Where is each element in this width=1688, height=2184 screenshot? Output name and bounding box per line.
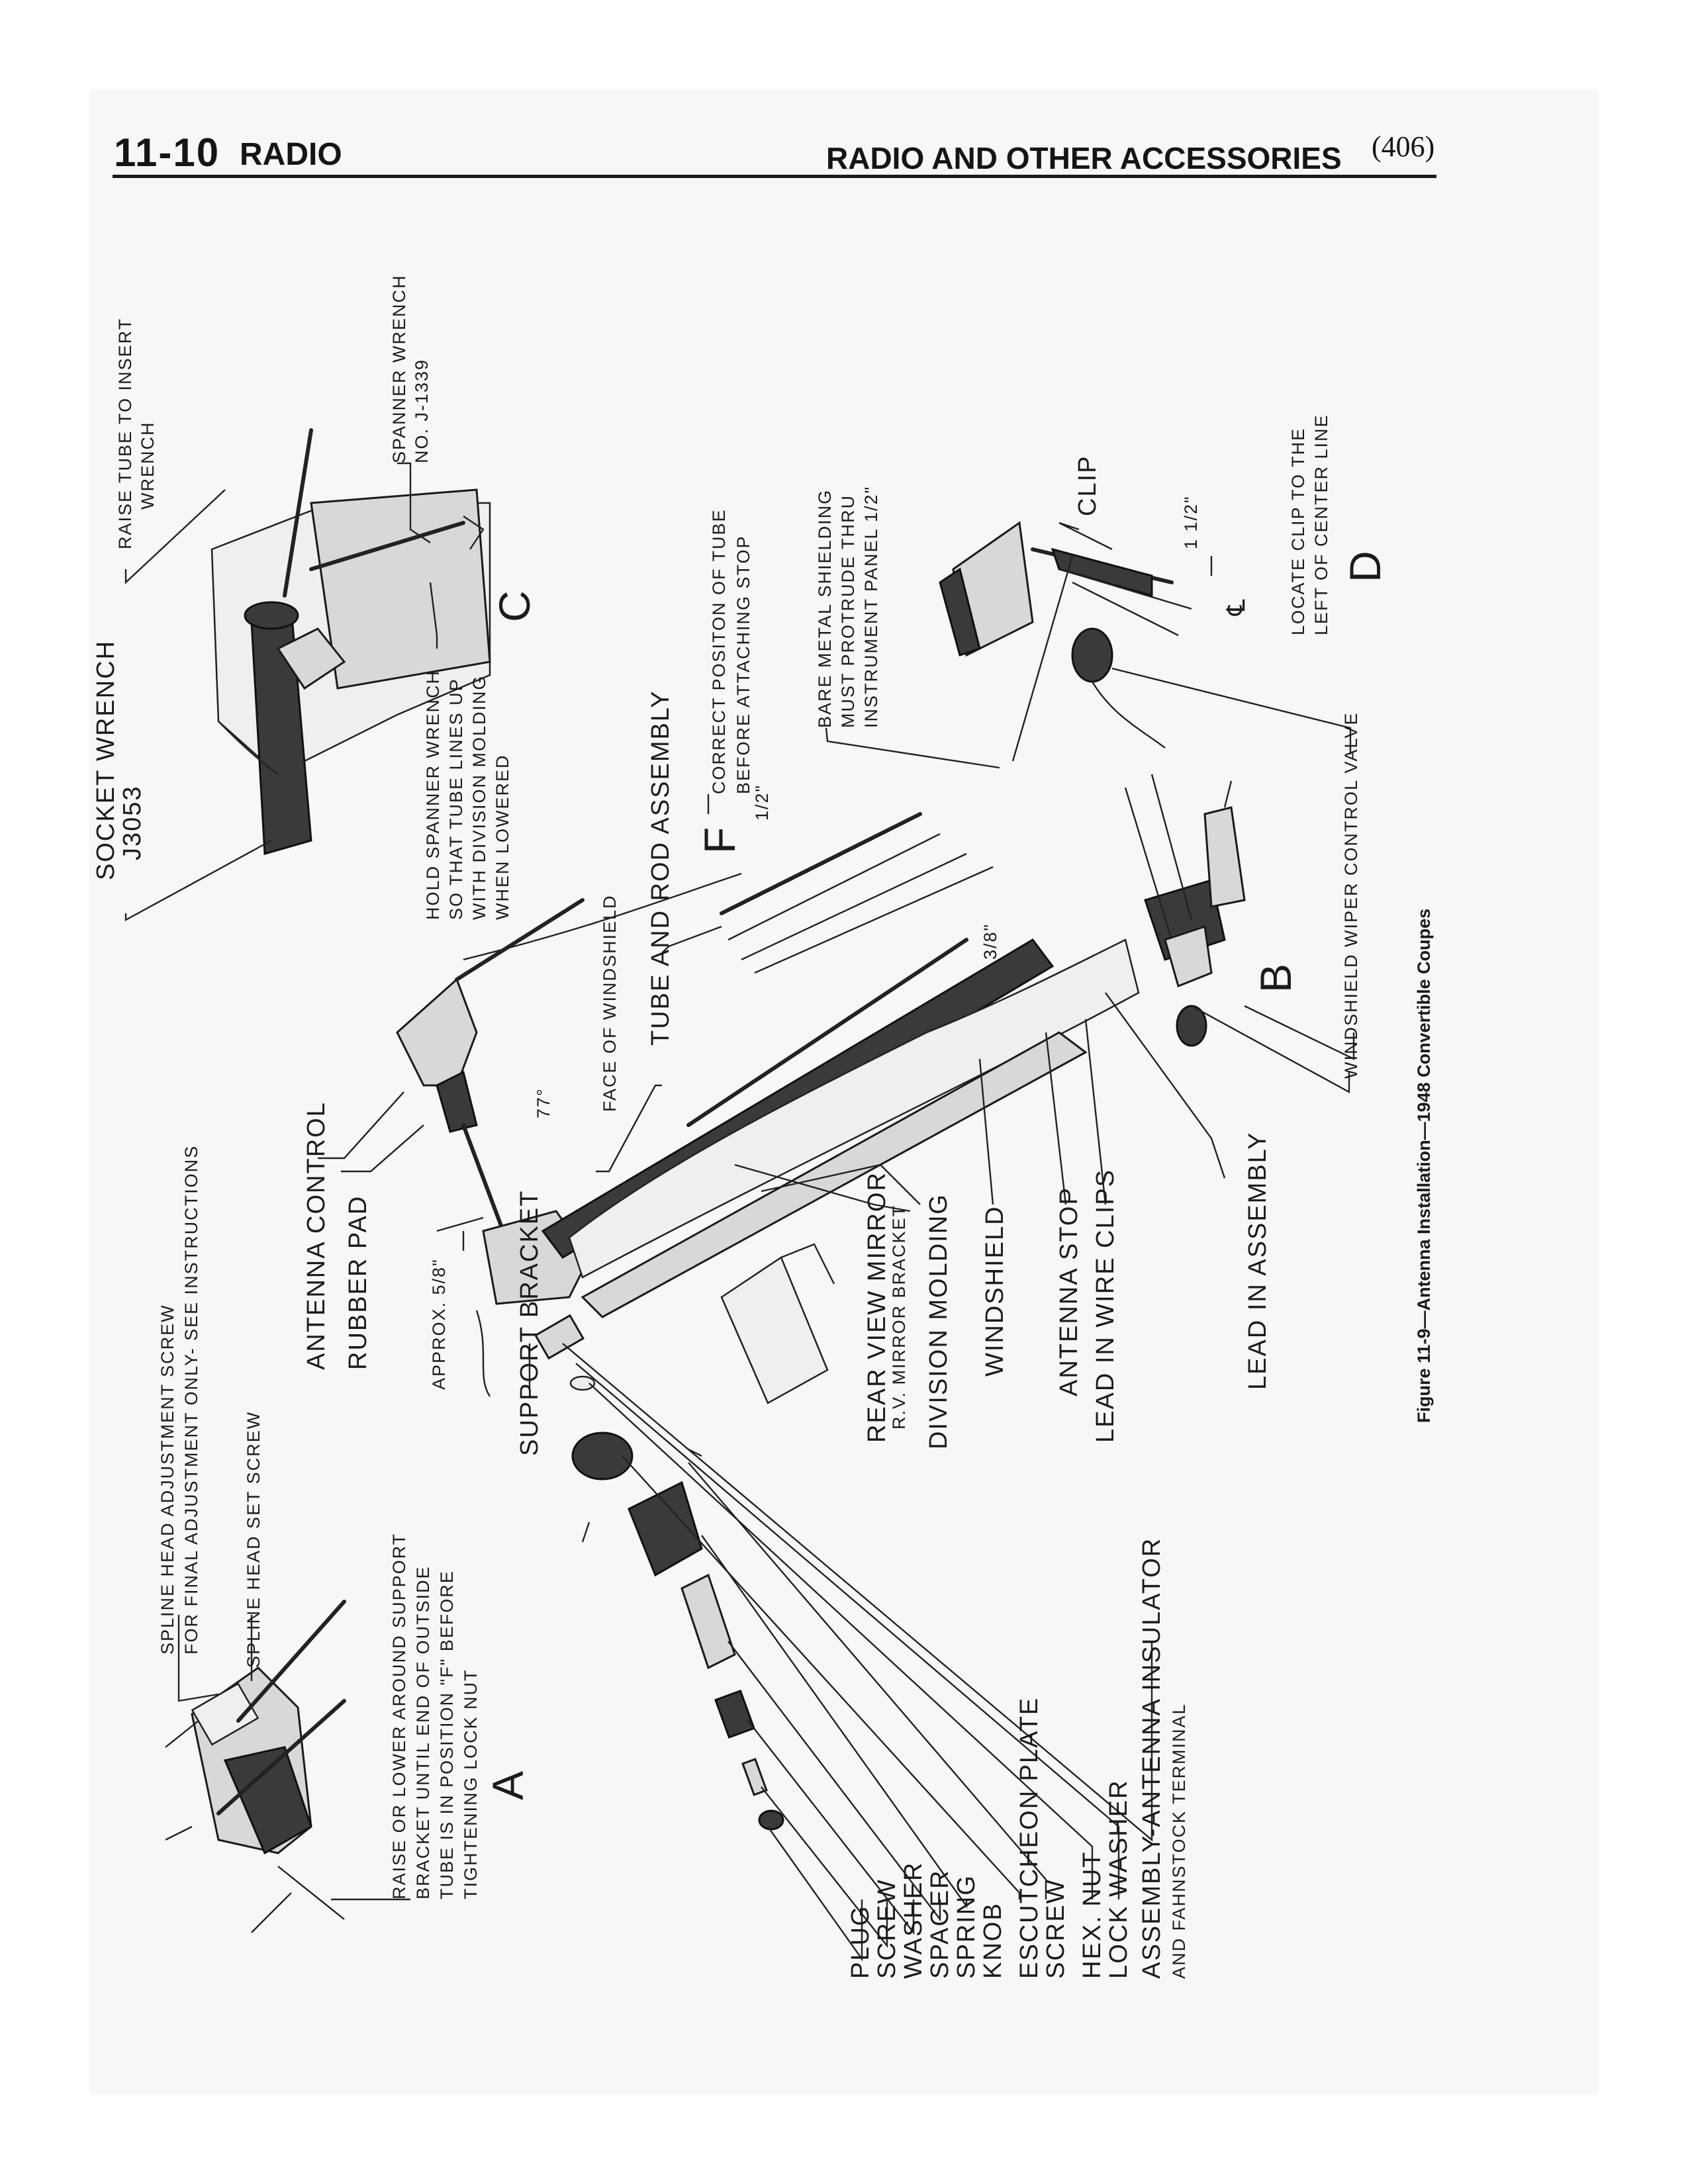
chapter-title: RADIO AND OTHER ACCESSORIES xyxy=(826,141,1342,175)
leader-spanner xyxy=(397,462,431,543)
hold-spanner-label-3: WITH DIVISION MOLDING xyxy=(469,674,489,920)
panel-a-letter: A xyxy=(483,1771,532,1800)
header-rule xyxy=(113,175,1436,178)
assembly-label-2: AND FAHNSTOCK TERMINAL xyxy=(1169,1703,1189,1979)
correct-position-label-1: CORRECT POSITON OF TUBE xyxy=(709,508,729,794)
spacer-part xyxy=(714,1690,755,1739)
center-leaders xyxy=(318,925,1355,1390)
leader-socket-wrench xyxy=(124,839,272,922)
spanner-wrench-label: SPANNER WRENCH xyxy=(389,274,409,463)
tube-and-rod-assembly-label: TUBE AND ROD ASSEMBLY xyxy=(647,690,675,1046)
plug-part xyxy=(758,1809,784,1831)
hold-spanner-label-2: SO THAT TUBE LINES UP xyxy=(446,678,466,920)
knob-part xyxy=(628,1480,703,1577)
face-of-windshield-label: FACE OF WINDSHIELD xyxy=(600,894,620,1112)
parts-list-item: SCREW xyxy=(873,1879,901,1979)
correct-position-label-2: BEFORE ATTACHING STOP xyxy=(733,535,753,794)
hold-spanner-label-1: HOLD SPANNER WRENCH xyxy=(423,670,443,920)
leader-wiper-valve xyxy=(1191,1005,1350,1094)
panel-b-letter: B xyxy=(1251,964,1300,993)
raise-lower-label-3: TUBE IS IN POSITION "F" BEFORE xyxy=(437,1570,457,1899)
half-inch-dimension: 1/2" xyxy=(752,784,772,821)
parts-list-item: SPRING xyxy=(953,1874,980,1979)
panel-c-illustration xyxy=(211,428,491,855)
leader-spline-adjustment xyxy=(177,1615,219,1702)
escutcheon-plate-part xyxy=(571,1432,633,1480)
raise-lower-label-4: TIGHTENING LOCK NUT xyxy=(461,1668,481,1899)
lead-in-assembly-label: LEAD IN ASSEMBLY xyxy=(1244,1132,1272,1390)
antenna-stop-label: ANTENNA STOP xyxy=(1055,1187,1083,1396)
support-bracket-label: SUPPORT BRACKET xyxy=(516,1190,543,1456)
clip-part xyxy=(1071,627,1113,683)
angle-label: 77° xyxy=(534,1087,553,1118)
panel-d-letter: D xyxy=(1340,551,1389,582)
windshield-label: WINDSHIELD xyxy=(981,1205,1009,1377)
parts-list-item: KNOB xyxy=(979,1902,1007,1979)
parts-list-item: LOCK WASHER xyxy=(1105,1780,1133,1979)
leader-valve-top xyxy=(1111,667,1352,754)
three-eighths-dimension: 3/8" xyxy=(980,923,1000,960)
approx-dimension: APPROX. 5/8" xyxy=(429,1258,449,1390)
leader-bare-metal xyxy=(825,727,1000,769)
parts-list-item: SCREW xyxy=(1042,1879,1070,1979)
antenna-control-label: ANTENNA CONTROL xyxy=(303,1101,330,1370)
raise-lower-label-1: RAISE OR LOWER AROUND SUPPORT xyxy=(389,1533,409,1899)
antenna-control-part xyxy=(396,978,478,1087)
insulator-part xyxy=(534,1314,585,1360)
section-number: 11-10 xyxy=(114,130,220,175)
section-title: RADIO xyxy=(240,137,342,172)
spline-adjustment-label-2: FOR FINAL ADJUSTMENT ONLY- SEE INSTRUCTI… xyxy=(181,1145,201,1655)
rubber-pad-label: RUBBER PAD xyxy=(344,1195,372,1370)
assembly-label-1: ASSEMBLY-ANTENNA INSULATOR xyxy=(1138,1537,1166,1979)
locate-clip-label-1: LOCATE CLIP TO THE xyxy=(1288,428,1308,635)
parts-list-item: HEX. NUT xyxy=(1078,1851,1106,1979)
panel-c-letter: C xyxy=(490,590,539,622)
hold-spanner-label-4: WHEN LOWERED xyxy=(492,754,512,920)
socket-wrench-label: SOCKET WRENCH xyxy=(92,640,120,880)
lead-in-wire-clips-label: LEAD IN WIRE CLIPS xyxy=(1092,1169,1119,1443)
socket-wrench-number: J3053 xyxy=(118,785,146,860)
spline-set-screw-label: SPLINE HEAD SET SCREW xyxy=(244,1411,263,1668)
panel-d-illustration xyxy=(939,521,1192,749)
parts-list-item: ESCUTCHEON PLATE xyxy=(1015,1697,1043,1979)
leader-raise-tube xyxy=(124,489,226,584)
clip-label: CLIP xyxy=(1074,455,1102,516)
bare-metal-label-3: INSTRUMENT PANEL 1/2" xyxy=(861,486,881,728)
rv-mirror-bracket-label: R.V. MIRROR BRACKET xyxy=(889,1205,909,1430)
parts-list-item: PLUG xyxy=(847,1905,874,1979)
exploded-parts xyxy=(534,1314,784,1831)
centerline-symbol: ℄ xyxy=(1223,598,1250,616)
parts-list-item: WASHER xyxy=(900,1862,927,1979)
parts-list: PLUG SCREW WASHER SPACER SPRING KNOB ESC… xyxy=(847,1537,1189,1979)
leader-clip xyxy=(1058,522,1113,551)
figure-caption: Figure 11-9—Antenna Installation—1948 Co… xyxy=(1414,909,1434,1423)
leader-hold-spanner xyxy=(429,582,438,649)
page-number: (406) xyxy=(1372,130,1435,163)
division-molding-label: DIVISION MOLDING xyxy=(925,1193,953,1449)
spring-part xyxy=(680,1573,736,1670)
wiper-control-valve-label: WINDSHIELD WIPER CONTROL VALVE xyxy=(1341,711,1361,1079)
exploded-parts-leaders xyxy=(562,1343,1153,1962)
raise-tube-label-2: WRENCH xyxy=(138,422,158,510)
clip-dimension: 1 1/2" xyxy=(1181,495,1201,549)
rear-view-mirror-label: REAR VIEW MIRROR xyxy=(863,1171,891,1443)
raise-tube-label-1: RAISE TUBE TO INSERT xyxy=(115,318,135,549)
parts-list-item: SPACER xyxy=(926,1870,954,1979)
leader-bare-metal-d xyxy=(1011,555,1074,762)
washer-part xyxy=(741,1758,768,1796)
spanner-wrench-number: NO. J-1339 xyxy=(412,359,432,463)
rear-view-mirror-part xyxy=(720,1256,829,1404)
locate-clip-label-2: LEFT OF CENTER LINE xyxy=(1311,414,1331,635)
bare-metal-label-2: MUST PROTRUDE THRU xyxy=(838,494,858,728)
bare-metal-label-1: BARE METAL SHIELDING xyxy=(815,489,835,728)
dimension-f: F xyxy=(695,827,744,854)
raise-lower-label-2: BRACKET UNTIL END OF OUTSIDE xyxy=(413,1565,433,1899)
spline-adjustment-label-1: SPLINE HEAD ADJUSTMENT SCREW xyxy=(158,1304,177,1655)
panel-a-illustration xyxy=(165,1600,346,1933)
